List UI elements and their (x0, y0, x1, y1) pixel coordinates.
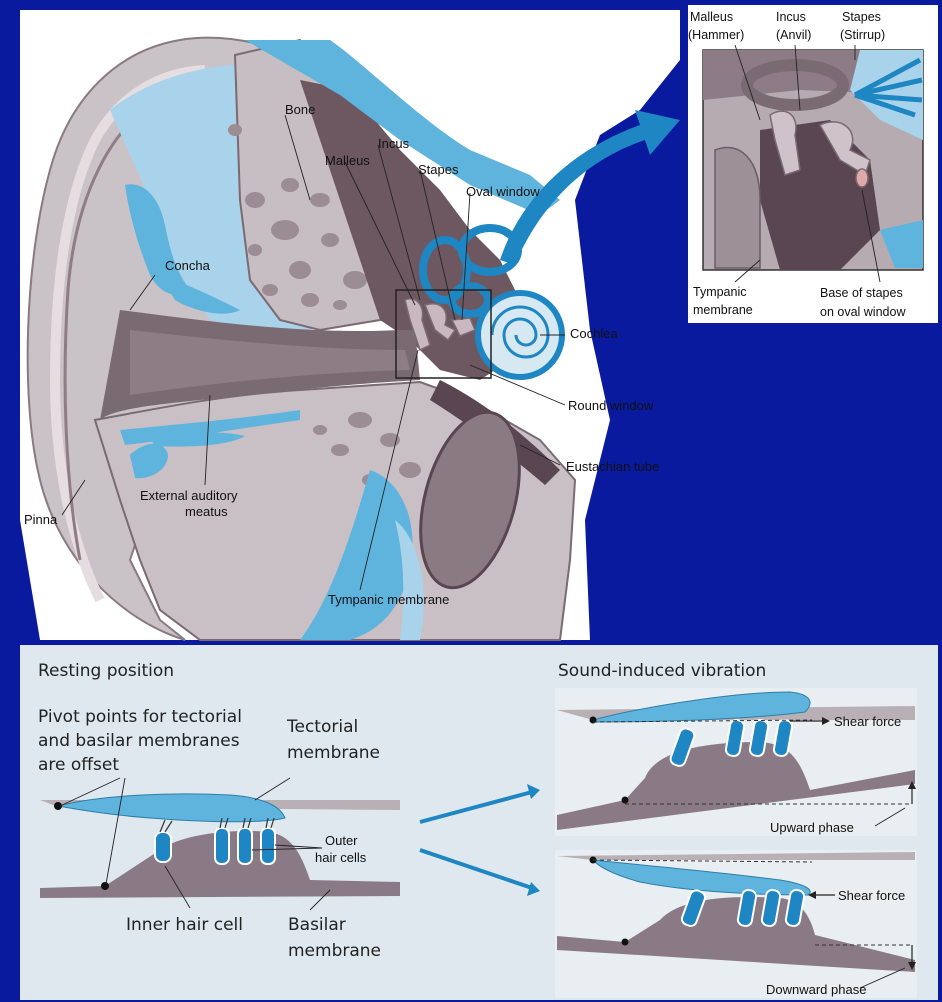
label-meatus-1: External auditory (140, 488, 238, 503)
label-outer-1: Outer (325, 833, 358, 848)
label-eustachian-tube: Eustachian tube (566, 459, 659, 474)
label-basilar-2: membrane (288, 941, 381, 961)
resting-inner-hair-cell (155, 832, 171, 862)
label-meatus-2: meatus (185, 504, 228, 519)
label-concha: Concha (165, 258, 211, 273)
label-oval-window: Oval window (466, 184, 540, 199)
label-basilar-1: Basilar (288, 915, 346, 935)
downward-phase-diagram: Shear force Downward phase (555, 850, 917, 998)
label-pinna: Pinna (24, 512, 58, 527)
label-cochlea: Cochlea (570, 326, 618, 341)
label-tectorial-1: Tectorial (286, 717, 358, 737)
ear-cross-section: Bone Incus Malleus Stapes Oval window Co… (20, 10, 680, 640)
label-tympanic-membrane: Tympanic membrane (328, 592, 449, 607)
label-stapes: Stapes (418, 162, 459, 177)
label-malleus: Malleus (325, 153, 370, 168)
label-downward-phase: Downward phase (766, 982, 866, 997)
resting-title: Resting position (38, 661, 174, 681)
inset-label-base-2: on oval window (820, 305, 906, 319)
label-shear-force-down: Shear force (838, 888, 905, 903)
resting-outer-hair-cell-2 (238, 828, 252, 864)
label-pivot-3: are offset (38, 755, 119, 775)
inset-label-incus-1: Incus (776, 10, 806, 24)
resting-outer-hair-cell-3 (261, 828, 275, 864)
inset-label-tympanic-2: membrane (693, 303, 753, 317)
label-round-window: Round window (568, 398, 654, 413)
label-upward-phase: Upward phase (770, 820, 854, 835)
label-tectorial-2: membrane (287, 743, 380, 763)
inset-label-incus-2: (Anvil) (776, 28, 811, 42)
hair-cell-panel: Resting position Pivot points for tector… (20, 645, 938, 1000)
label-outer-2: hair cells (315, 850, 367, 865)
inset-label-stapes-2: (Stirrup) (840, 28, 885, 42)
ossicle-inset: Malleus (Hammer) Incus (Anvil) Stapes (S… (688, 5, 938, 323)
vibration-title: Sound-induced vibration (558, 661, 766, 681)
resting-outer-hair-cell-1 (215, 828, 229, 864)
inset-label-malleus-1: Malleus (690, 10, 733, 24)
label-incus: Incus (378, 136, 410, 151)
downward-pivot-basilar (622, 939, 629, 946)
inset-label-base-1: Base of stapes (820, 286, 903, 300)
inset-label-stapes-1: Stapes (842, 10, 881, 24)
label-pivot-1: Pivot points for tectorial (38, 707, 242, 727)
label-shear-force-up: Shear force (834, 714, 901, 729)
resting-pivot-basilar (101, 882, 109, 890)
inset-label-tympanic-1: Tympanic (693, 285, 747, 299)
label-bone: Bone (285, 102, 315, 117)
upward-pivot-basilar (622, 797, 629, 804)
label-pivot-2: and basilar membranes (38, 731, 240, 751)
inset-label-malleus-2: (Hammer) (688, 28, 744, 42)
upward-phase-diagram: Shear force Upward phase (555, 688, 917, 836)
inset-tympanic-membrane (715, 147, 760, 268)
label-inner-hair-cell: Inner hair cell (126, 915, 243, 935)
vibration-diagrams: Sound-induced vibration (555, 661, 917, 998)
